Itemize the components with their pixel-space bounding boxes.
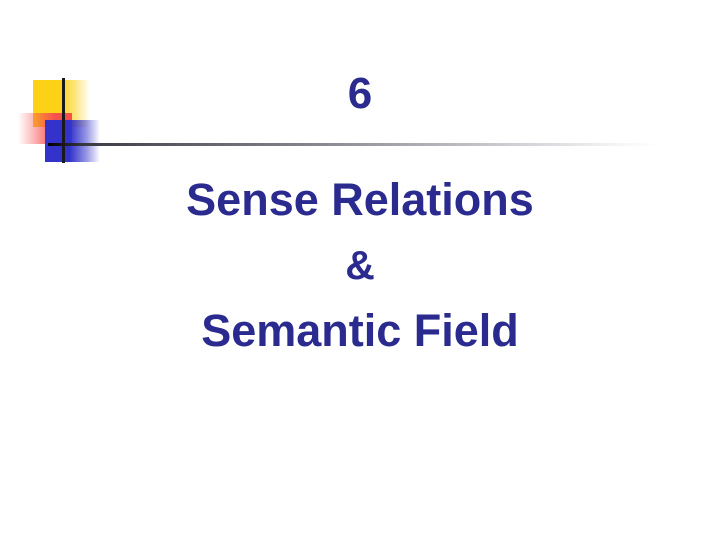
title-line-3: Semantic Field	[201, 304, 519, 356]
horizontal-rule	[48, 143, 660, 146]
red-rectangle-shape	[18, 113, 72, 144]
title-line-1: Sense Relations	[186, 174, 534, 225]
page-title: Sense Relations & Semantic Field	[0, 166, 720, 365]
chapter-number: 6	[347, 69, 373, 118]
blue-rectangle-shape	[45, 120, 100, 162]
title-line-2: &	[345, 242, 375, 289]
